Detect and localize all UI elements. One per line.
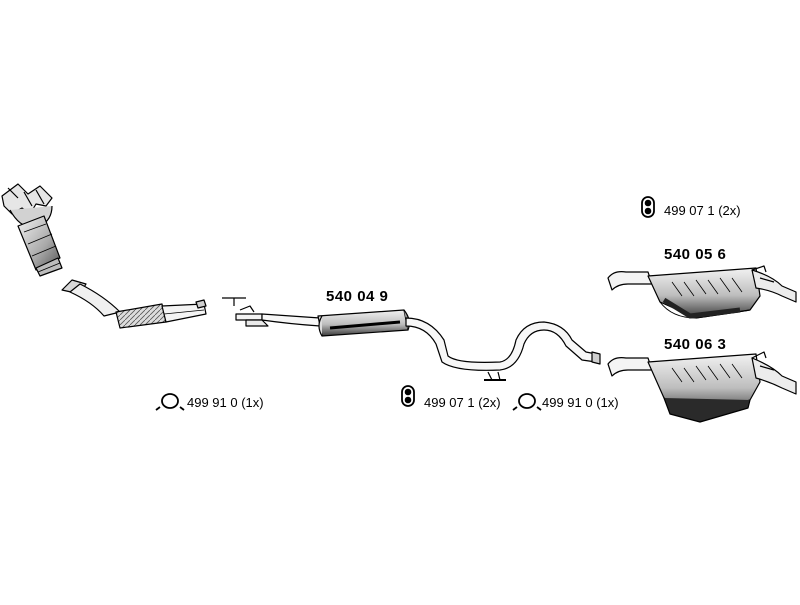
- accessory-label: 499 91 0 (1x): [542, 395, 619, 410]
- front-pipe-flex: [61, 279, 207, 329]
- rubber-hanger-icon: [641, 196, 655, 218]
- clamp-ring-icon: [155, 393, 185, 411]
- exhaust-manifold-catalytic-converter: [1, 183, 63, 277]
- accessory-label: 499 07 1 (2x): [664, 203, 741, 218]
- rear-silencer-540-06-3: [607, 351, 797, 423]
- part-number-label: 540 06 3: [664, 336, 727, 353]
- part-number-label: 540 05 6: [664, 246, 727, 263]
- rubber-hanger-icon: [401, 385, 415, 407]
- accessory-label: 499 07 1 (2x): [424, 395, 501, 410]
- clamp-ring-icon: [512, 393, 542, 411]
- rear-silencer-540-05-6: [607, 265, 797, 319]
- centre-pipe-middle-silencer: [222, 297, 601, 381]
- accessory-label: 499 91 0 (1x): [187, 395, 264, 410]
- part-number-label: 540 04 9: [326, 288, 389, 305]
